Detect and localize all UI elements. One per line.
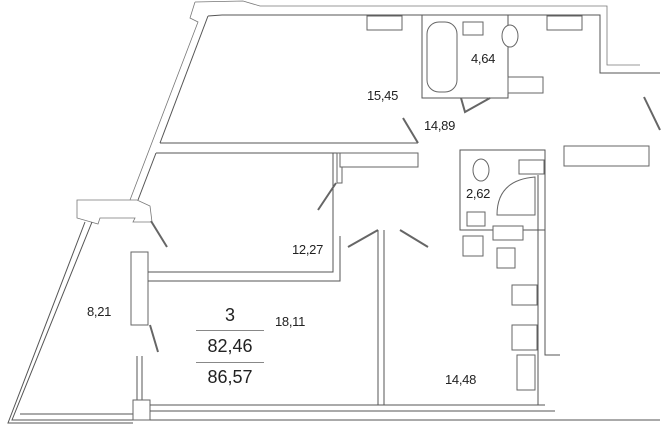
total-area-value: 86,57 xyxy=(207,367,253,387)
area-label-bedroom-top: 15,45 xyxy=(367,88,399,103)
area-label-bedroom-middle: 12,27 xyxy=(292,242,324,257)
sink-icon-2 xyxy=(466,211,486,227)
washing-machine-icon-2 xyxy=(518,159,545,175)
balcony-wall xyxy=(7,221,133,424)
summary-divider-1 xyxy=(196,330,264,331)
doors-center xyxy=(317,182,429,248)
wall-left-middle xyxy=(137,152,157,201)
summary-divider-2 xyxy=(196,362,264,363)
rooms-count: 3 xyxy=(224,305,235,325)
outer-wall-top xyxy=(194,0,640,66)
kitchen-right-wall xyxy=(537,175,560,405)
bathtub-icon xyxy=(426,21,458,93)
balcony-window xyxy=(136,356,143,400)
ventilation-shaft xyxy=(462,235,484,257)
shower-icon xyxy=(496,176,536,216)
bottom-walls xyxy=(150,404,660,421)
washing-machine-icon xyxy=(507,76,544,94)
area-label-bathroom: 4,64 xyxy=(471,51,496,66)
area-label-living-room: 18,11 xyxy=(275,314,306,329)
cabinet-icon xyxy=(492,225,524,241)
area-label-toilet: 2,62 xyxy=(466,186,491,201)
radiator-icon xyxy=(339,15,650,168)
area-label-hallway: 14,89 xyxy=(424,118,456,133)
fridge-icon xyxy=(516,354,536,391)
living-area-value: 82,46 xyxy=(207,336,253,356)
outer-wall-left-diagonal xyxy=(129,1,199,201)
living-kitchen-divider xyxy=(377,230,385,405)
sink-icon xyxy=(462,21,484,36)
bathroom-door xyxy=(460,97,491,114)
middle-bedroom-walls xyxy=(148,153,341,282)
area-label-kitchen: 14,48 xyxy=(445,372,477,387)
balcony-doors xyxy=(149,220,168,353)
corner-column xyxy=(132,399,151,421)
wall-horizontal-1 xyxy=(156,142,418,154)
inner-wall-left-diagonal xyxy=(159,15,209,144)
bathroom-walls xyxy=(421,14,509,99)
inner-wall-top xyxy=(207,14,660,74)
stove-hood-icon xyxy=(511,284,538,306)
toilet-icon-2 xyxy=(472,158,490,182)
area-label-balcony: 8,21 xyxy=(87,304,112,319)
hall-door xyxy=(402,117,419,144)
right-balcony-door xyxy=(643,96,661,131)
cooktop-icon xyxy=(511,324,538,351)
balcony-column xyxy=(76,199,153,225)
toilet-icon xyxy=(501,24,519,48)
kitchen-sink-icon xyxy=(496,247,516,269)
partition-column xyxy=(130,251,149,326)
